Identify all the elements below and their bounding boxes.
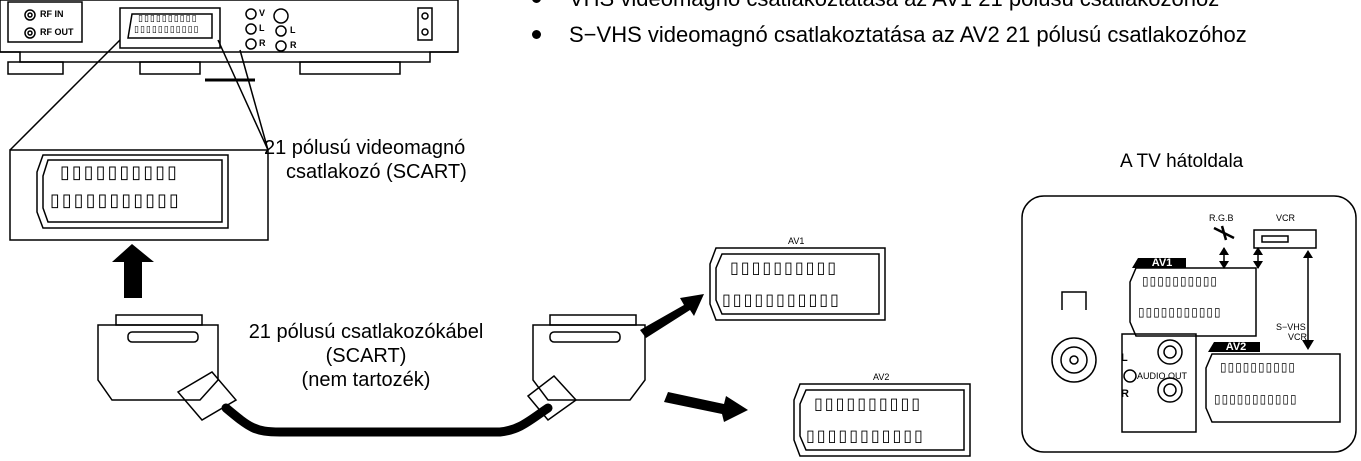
- bullet-text: VHS videomagnó csatlakoztatása az AV1 21…: [569, 0, 1219, 11]
- vcr-label: VCR: [1276, 213, 1296, 223]
- scart-pins-icon: ▯▯▯▯▯▯▯▯▯▯▯: [1138, 305, 1222, 319]
- audio-l-label: L: [1121, 352, 1128, 364]
- rgb-label: R.G.B: [1209, 213, 1234, 223]
- l-label: L: [259, 23, 265, 33]
- scart-pins-icon: ▯▯▯▯▯▯▯▯▯▯: [814, 396, 923, 413]
- scart-pins-icon: ▯▯▯▯▯▯▯▯▯▯▯: [722, 292, 841, 309]
- vcr-scart-socket-enlarged: [9, 149, 269, 241]
- bullet-dot-icon: [532, 29, 541, 39]
- cable-label-line1: 21 pólusú csatlakozókábel: [248, 321, 484, 343]
- av1-label: AV1: [788, 236, 805, 246]
- bullet-item: VHS videomagnó csatlakoztatása az AV1 21…: [532, 0, 1219, 12]
- cable-label-line2: (SCART): [325, 345, 407, 367]
- svhs-vcr-label: VCR: [1288, 332, 1308, 342]
- connection-arrows: [112, 244, 748, 422]
- scart-pins-icon: ▯▯▯▯▯▯▯▯▯▯▯: [50, 190, 181, 210]
- vcr-rear-panel: [0, 0, 459, 82]
- l-label: L: [290, 25, 296, 35]
- scart-socket-label: 21 pólusú videomagnó csatlakozó (SCART): [264, 136, 467, 184]
- scart-pins-icon: ▯▯▯▯▯▯▯▯▯▯: [1220, 360, 1297, 374]
- audio-r-label: R: [1121, 388, 1129, 400]
- r-label: R: [290, 40, 297, 50]
- cable-label: 21 pólusú csatlakozókábel (SCART) (nem t…: [214, 320, 518, 392]
- av2-label: AV2: [873, 372, 890, 382]
- scart-pins-icon: ▯▯▯▯▯▯▯▯▯▯: [60, 162, 180, 182]
- svhs-label: S−VHS: [1276, 322, 1306, 332]
- v-label: V: [259, 8, 266, 18]
- scart-pins-icon: ▯▯▯▯▯▯▯▯▯▯: [138, 13, 198, 23]
- scart-cable: [97, 314, 646, 437]
- scart-pins-icon: ▯▯▯▯▯▯▯▯▯▯: [1142, 274, 1219, 288]
- cable-label-line3: (nem tartozék): [301, 369, 431, 391]
- rf-out-label: RF OUT: [40, 27, 74, 37]
- av1-badge: AV1: [1151, 257, 1173, 269]
- audio-out-label: AUDIO OUT: [1137, 371, 1188, 381]
- tv-back-panel: [1021, 195, 1357, 453]
- r-label: R: [259, 38, 266, 48]
- tv-back-title: A TV hátoldala: [1120, 151, 1244, 172]
- av2-badge: AV2: [1225, 341, 1247, 353]
- scart-socket-label-line1: 21 pólusú videomagnó: [264, 137, 466, 159]
- bullet-text: S−VHS videomagnó csatlakoztatása az AV2 …: [569, 22, 1247, 47]
- scart-socket-label-line2: csatlakozó (SCART): [286, 161, 467, 183]
- bullet-item: S−VHS videomagnó csatlakoztatása az AV2 …: [532, 22, 1247, 48]
- scart-pins-icon: ▯▯▯▯▯▯▯▯▯▯: [730, 260, 839, 277]
- av2-scart-socket: [793, 383, 971, 457]
- scart-pins-icon: ▯▯▯▯▯▯▯▯▯▯▯: [806, 428, 925, 445]
- scart-pins-icon: ▯▯▯▯▯▯▯▯▯▯▯: [1214, 392, 1298, 406]
- av1-scart-socket: [709, 247, 886, 321]
- scart-pins-icon: ▯▯▯▯▯▯▯▯▯▯▯: [134, 24, 200, 34]
- bullet-dot-icon: [532, 0, 541, 3]
- rf-in-label: RF IN: [40, 9, 64, 19]
